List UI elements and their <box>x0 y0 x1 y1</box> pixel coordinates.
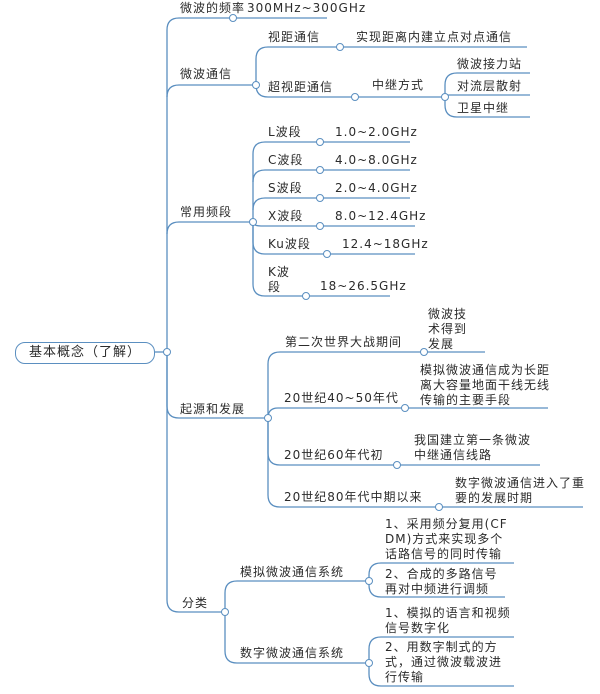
node-band-range[interactable]: 8.0~12.4GHz <box>335 209 427 223</box>
node-analog-point[interactable]: 1、采用频分复用(CFDM)方式来实现多个话路信号的同时传输 <box>385 517 508 561</box>
node-period[interactable]: 20世纪80年代中期以来 <box>284 490 423 504</box>
node-relay-method[interactable]: 卫星中继 <box>457 101 510 115</box>
node-relay[interactable]: 中继方式 <box>372 78 425 92</box>
node-period[interactable]: 第二次世界大战期间 <box>285 335 403 349</box>
node-event[interactable]: 数字微波通信进入了重要的发展时期 <box>455 476 586 505</box>
node-band-range[interactable]: 1.0~2.0GHz <box>335 125 418 139</box>
node-band-range[interactable]: 4.0~8.0GHz <box>335 153 418 167</box>
node-band-range[interactable]: 2.0~4.0GHz <box>335 181 418 195</box>
node-band-name[interactable]: L波段 <box>268 125 302 139</box>
node-band-name[interactable]: Ku波段 <box>268 237 311 251</box>
node-bands[interactable]: 常用频段 <box>180 205 233 219</box>
node-relay-method[interactable]: 微波接力站 <box>457 57 523 71</box>
node-classification[interactable]: 分类 <box>182 596 209 610</box>
node-band-range[interactable]: 12.4~18GHz <box>342 237 429 251</box>
node-frequency[interactable]: 微波的频率 <box>180 1 246 15</box>
node-event[interactable]: 模拟微波通信成为长距离大容量地面干线无线传输的主要手段 <box>420 363 551 407</box>
node-analog[interactable]: 模拟微波通信系统 <box>240 565 345 579</box>
node-band-range[interactable]: 18~26.5GHz <box>320 279 407 293</box>
node-period[interactable]: 20世纪60年代初 <box>284 448 384 462</box>
node-digital[interactable]: 数字微波通信系统 <box>240 646 345 660</box>
node-band-name[interactable]: S波段 <box>268 181 303 195</box>
node-los-desc[interactable]: 实现距离内建立点对点通信 <box>356 30 513 44</box>
node-period[interactable]: 20世纪40~50年代 <box>284 391 399 405</box>
node-digital-point[interactable]: 2、用数字制式的方式，通过微波载波进行传输 <box>385 640 503 684</box>
node-relay-method[interactable]: 对流层散射 <box>457 79 523 93</box>
node-frequency-value[interactable]: 300MHz~300GHz <box>247 1 367 15</box>
node-event[interactable]: 微波技术得到发展 <box>428 307 468 351</box>
node-beyond-los[interactable]: 超视距通信 <box>268 80 334 94</box>
node-band-name[interactable]: C波段 <box>268 153 304 167</box>
node-digital-point[interactable]: 1、模拟的语言和视频信号数字化 <box>385 606 511 635</box>
node-band-name[interactable]: K波段 <box>268 265 290 294</box>
node-communication[interactable]: 微波通信 <box>180 67 233 81</box>
node-band-name[interactable]: X波段 <box>268 209 304 223</box>
node-analog-point[interactable]: 2、合成的多路信号再对中频进行调频 <box>385 567 498 596</box>
node-history[interactable]: 起源和发展 <box>180 402 246 416</box>
root-node[interactable]: 基本概念（了解） <box>15 342 155 364</box>
node-event[interactable]: 我国建立第一条微波中继通信线路 <box>414 433 532 462</box>
node-los[interactable]: 视距通信 <box>268 30 321 44</box>
